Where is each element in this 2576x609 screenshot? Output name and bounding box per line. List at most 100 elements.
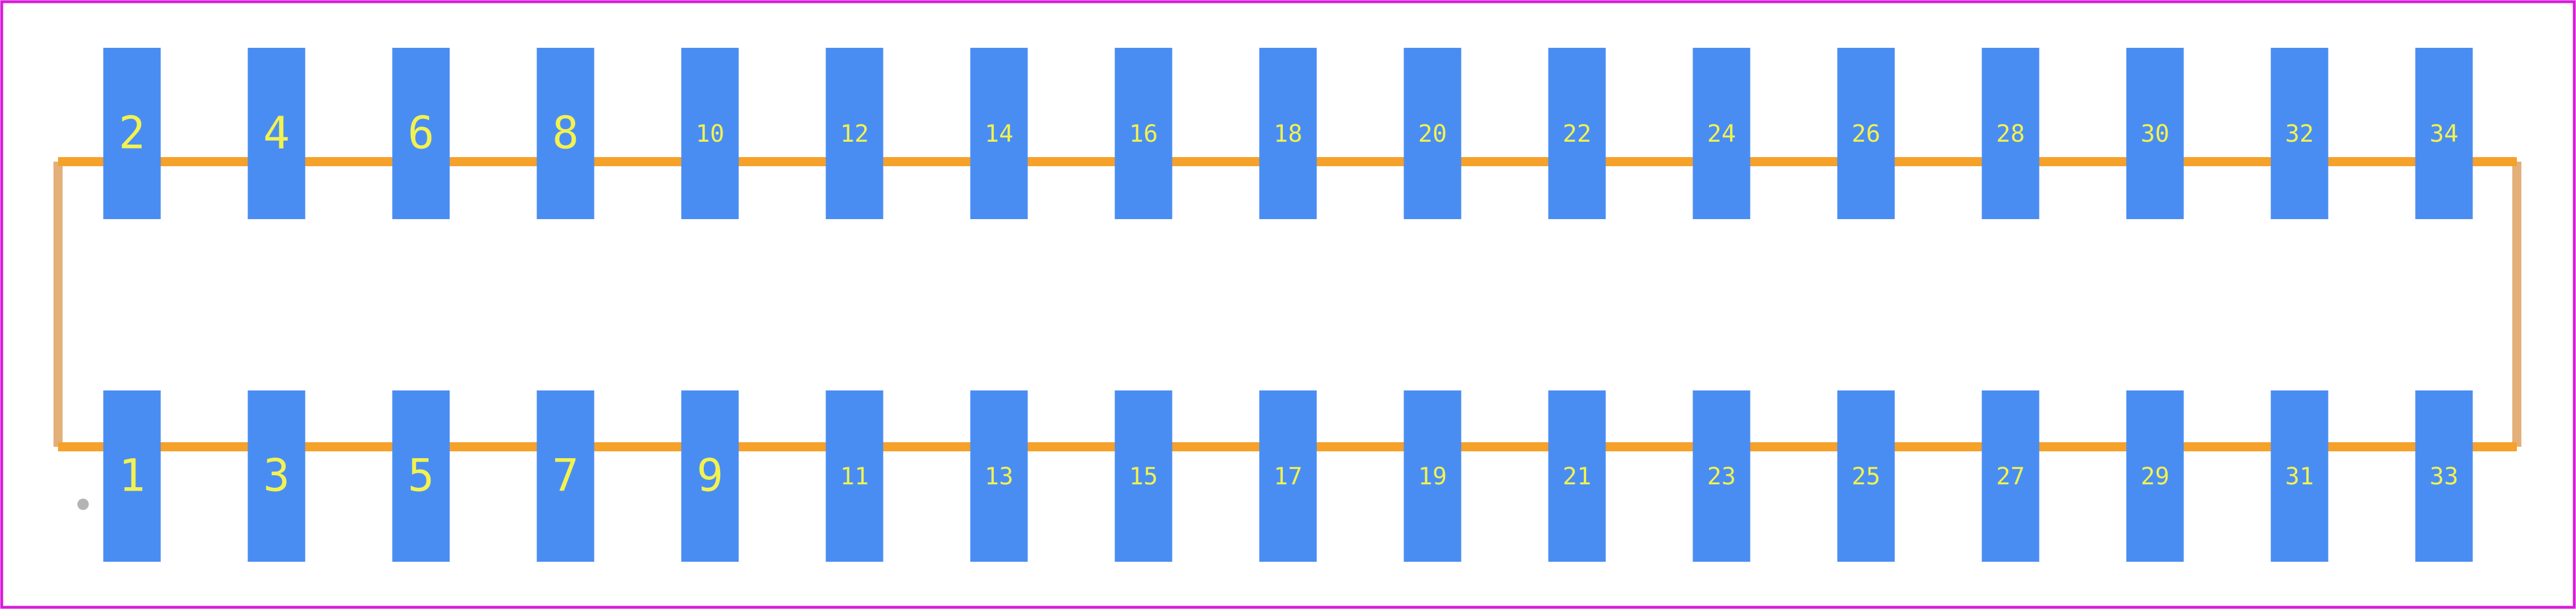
pad-copper bbox=[1259, 48, 1317, 219]
pad-label: 21 bbox=[1563, 462, 1592, 490]
pad-label: 18 bbox=[1274, 120, 1303, 147]
pad-16: 16 bbox=[1114, 48, 1173, 219]
pad-copper bbox=[103, 48, 161, 219]
pad-label: 25 bbox=[1852, 462, 1881, 490]
pad-copper bbox=[103, 390, 161, 562]
pad-copper bbox=[1114, 48, 1173, 219]
pad-label: 17 bbox=[1274, 462, 1303, 490]
pad-copper bbox=[1837, 48, 1895, 219]
pad-12: 12 bbox=[825, 48, 884, 219]
pad-copper bbox=[825, 48, 884, 219]
pad-copper bbox=[392, 390, 450, 562]
pad-label: 2 bbox=[119, 108, 146, 159]
pad-copper bbox=[1981, 390, 2040, 562]
pad-label: 16 bbox=[1129, 120, 1158, 147]
pad-29: 29 bbox=[2126, 390, 2184, 562]
pad-21: 21 bbox=[1548, 390, 1606, 562]
pad-copper bbox=[1403, 48, 1462, 219]
pad-23: 23 bbox=[1692, 390, 1751, 562]
pad-label: 15 bbox=[1129, 462, 1158, 490]
pad-9: 9 bbox=[681, 390, 739, 562]
pad-7: 7 bbox=[536, 390, 595, 562]
pad-label: 11 bbox=[840, 462, 869, 490]
pad-33: 33 bbox=[2415, 390, 2473, 562]
pad-label: 14 bbox=[985, 120, 1014, 147]
pad-18: 18 bbox=[1259, 48, 1317, 219]
pad-label: 9 bbox=[697, 451, 724, 502]
pad-13: 13 bbox=[970, 390, 1028, 562]
pad-copper bbox=[681, 390, 739, 562]
pad-copper bbox=[2126, 390, 2184, 562]
pad-label: 12 bbox=[840, 120, 869, 147]
pad-copper bbox=[247, 390, 306, 562]
pad-label: 1 bbox=[119, 451, 146, 502]
pad-copper bbox=[825, 390, 884, 562]
pad-label: 6 bbox=[408, 108, 435, 159]
pad-27: 27 bbox=[1981, 390, 2040, 562]
pad-copper bbox=[2270, 390, 2329, 562]
pad-label: 34 bbox=[2430, 120, 2459, 147]
pad-label: 32 bbox=[2285, 120, 2314, 147]
pad-4: 4 bbox=[247, 48, 306, 219]
pad-31: 31 bbox=[2270, 390, 2329, 562]
pad-copper bbox=[2415, 48, 2473, 219]
pad-17: 17 bbox=[1259, 390, 1317, 562]
pad-label: 23 bbox=[1707, 462, 1736, 490]
pad-copper bbox=[2415, 390, 2473, 562]
pad-10: 10 bbox=[681, 48, 739, 219]
pad-32: 32 bbox=[2270, 48, 2329, 219]
pad-copper bbox=[1548, 48, 1606, 219]
pad-copper bbox=[1837, 390, 1895, 562]
pad-22: 22 bbox=[1548, 48, 1606, 219]
pad-label: 27 bbox=[1996, 462, 2025, 490]
pad-copper bbox=[536, 390, 595, 562]
pad-15: 15 bbox=[1114, 390, 1173, 562]
pad-2: 2 bbox=[103, 48, 161, 219]
pad-6: 6 bbox=[392, 48, 450, 219]
pad-1: 1 bbox=[103, 390, 161, 562]
pad-copper bbox=[536, 48, 595, 219]
pad-copper bbox=[1548, 390, 1606, 562]
pad-34: 34 bbox=[2415, 48, 2473, 219]
pad-30: 30 bbox=[2126, 48, 2184, 219]
pad-label: 10 bbox=[696, 120, 725, 147]
pad-label: 19 bbox=[1418, 462, 1447, 490]
pad-label: 4 bbox=[263, 108, 290, 159]
pad-24: 24 bbox=[1692, 48, 1751, 219]
pad-copper bbox=[247, 48, 306, 219]
pad-label: 3 bbox=[263, 451, 290, 502]
pad-copper bbox=[970, 390, 1028, 562]
pad-28: 28 bbox=[1981, 48, 2040, 219]
pad-label: 29 bbox=[2141, 462, 2170, 490]
pad-11: 11 bbox=[825, 390, 884, 562]
pad-copper bbox=[2126, 48, 2184, 219]
pad-label: 26 bbox=[1852, 120, 1881, 147]
pad-26: 26 bbox=[1837, 48, 1895, 219]
pad-copper bbox=[1692, 390, 1751, 562]
pad-label: 28 bbox=[1996, 120, 2025, 147]
pad-label: 24 bbox=[1707, 120, 1736, 147]
pad-19: 19 bbox=[1403, 390, 1462, 562]
pad-copper bbox=[1692, 48, 1751, 219]
pad-copper bbox=[1981, 48, 2040, 219]
pad-25: 25 bbox=[1837, 390, 1895, 562]
pad-copper bbox=[970, 48, 1028, 219]
pad-copper bbox=[2270, 48, 2329, 219]
pad-20: 20 bbox=[1403, 48, 1462, 219]
pad-14: 14 bbox=[970, 48, 1028, 219]
pin1-marker bbox=[77, 499, 89, 510]
pad-copper bbox=[1403, 390, 1462, 562]
pad-copper bbox=[1114, 390, 1173, 562]
pad-label: 7 bbox=[552, 451, 579, 502]
pad-label: 5 bbox=[408, 451, 435, 502]
pad-label: 30 bbox=[2141, 120, 2170, 147]
pad-copper bbox=[392, 48, 450, 219]
pad-copper bbox=[1259, 390, 1317, 562]
pad-label: 13 bbox=[985, 462, 1014, 490]
pad-copper bbox=[681, 48, 739, 219]
pad-3: 3 bbox=[247, 390, 306, 562]
